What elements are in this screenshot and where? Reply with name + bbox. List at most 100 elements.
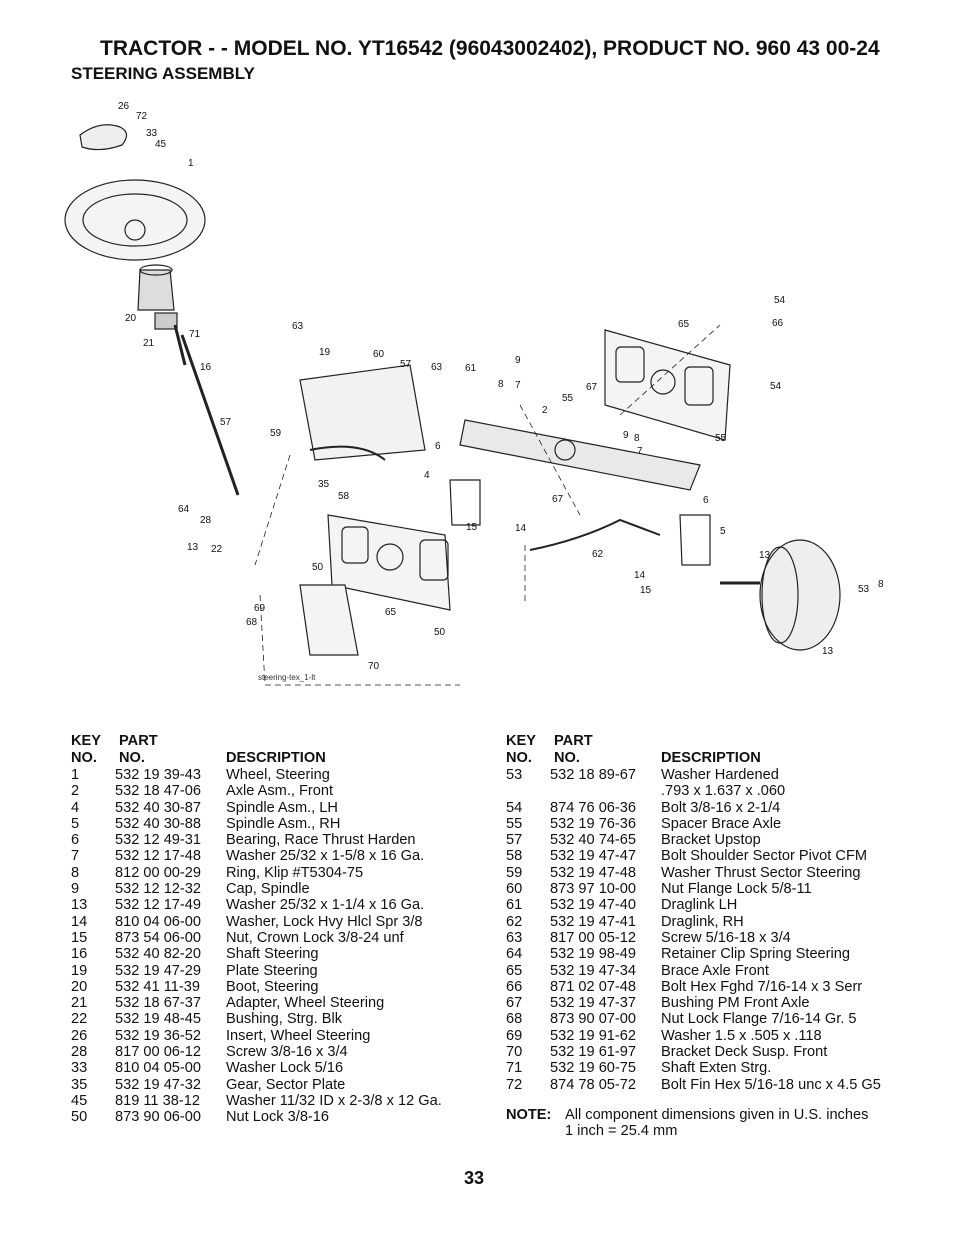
part-no: 874 78 05-72 — [550, 1076, 637, 1093]
key-no: 53 — [506, 767, 523, 783]
callout-label: 61 — [465, 363, 477, 374]
part-no: 532 19 61-97 — [550, 1044, 637, 1061]
note-text: All component dimensions given in U.S. i… — [565, 1107, 869, 1123]
callout-label: 26 — [118, 101, 130, 112]
part-no: 532 19 91-62 — [550, 1027, 637, 1044]
part-no: 532 12 49-31 — [115, 832, 202, 849]
description: Nut Lock Flange 7/16-14 Gr. 5 — [661, 1011, 857, 1028]
callout-label: 9 — [515, 355, 521, 366]
callout-label: 55 — [715, 433, 727, 444]
part-no: 532 18 47-06 — [115, 783, 202, 800]
key-no: 7 — [71, 848, 80, 865]
part-no: 873 54 06-00 — [115, 929, 202, 946]
description: Brace Axle Front — [661, 962, 769, 979]
part-no: 532 19 47-37 — [550, 995, 637, 1012]
exploded-view-illustration: 26 72 33 45 1 20 21 71 16 63 19 60 57 63… — [64, 101, 884, 686]
callout-label: 9 — [623, 430, 629, 441]
key-no: 50 — [71, 1109, 88, 1126]
part-no: 532 19 47-41 — [550, 913, 637, 930]
callout-label: 62 — [592, 549, 604, 560]
callout-label: 15 — [466, 522, 478, 533]
description: Washer 25/32 x 1-1/4 x 16 Ga. — [226, 897, 425, 914]
description: Axle Asm., Front — [226, 783, 334, 800]
key-no: 62 — [506, 913, 523, 930]
callout-label: 54 — [774, 295, 786, 306]
key-no: 69 — [506, 1027, 523, 1044]
part-no: 532 41 11-39 — [115, 978, 200, 995]
part-no: 532 19 47-29 — [115, 962, 202, 979]
key-no: 63 — [506, 929, 523, 946]
part-no: 873 97 10-00 — [550, 881, 637, 898]
description: Draglink, RH — [661, 913, 744, 930]
callout-label: 63 — [431, 362, 443, 373]
callout-label: 2 — [542, 405, 548, 416]
part-no: 532 19 39-43 — [115, 767, 202, 783]
callout-label: 6 — [435, 441, 441, 452]
callout-label: 60 — [373, 349, 385, 360]
key-no: 35 — [71, 1076, 88, 1093]
key-no: 2 — [71, 783, 80, 800]
description: Washer Lock 5/16 — [226, 1060, 344, 1077]
callout-label: 15 — [640, 585, 652, 596]
part-no: 532 40 74-65 — [550, 832, 637, 849]
key-no: 54 — [506, 799, 523, 816]
description: Adapter, Wheel Steering — [226, 995, 385, 1012]
part-no: 532 19 36-52 — [115, 1027, 202, 1044]
description: Bushing PM Front Axle — [661, 995, 810, 1012]
callout-label: 20 — [125, 313, 137, 324]
key-no: 9 — [71, 881, 80, 898]
part-no: 532 19 60-75 — [550, 1060, 637, 1077]
description: Boot, Steering — [226, 978, 319, 995]
key-header: NO. — [71, 750, 97, 766]
key-no: 1 — [71, 767, 80, 783]
description: Washer 25/32 x 1-5/8 x 16 Ga. — [226, 848, 425, 865]
description: Spacer Brace Axle — [661, 815, 782, 832]
callout-label: 35 — [318, 479, 330, 490]
description: Bolt 3/8-16 x 2-1/4 — [661, 799, 781, 816]
callout-label: 53 — [858, 584, 870, 595]
callout-label: 7 — [515, 380, 521, 391]
description: Bracket Upstop — [661, 832, 761, 849]
callout-label: 21 — [143, 338, 155, 349]
key-no: 19 — [71, 962, 88, 979]
callout-label: 4 — [424, 470, 430, 481]
key-header: KEY — [506, 733, 537, 749]
description: Bolt Fin Hex 5/16-18 unc x 4.5 G5 — [661, 1076, 881, 1093]
key-no: 71 — [506, 1060, 523, 1077]
key-no: 60 — [506, 881, 523, 898]
part-no: 873 90 06-00 — [115, 1109, 202, 1126]
description: Bolt Hex Fghd 7/16-14 x 3 Serr — [661, 978, 863, 995]
key-no: 14 — [71, 913, 88, 930]
callout-label: 66 — [772, 318, 784, 329]
description: Washer 11/32 ID x 2-3/8 x 12 Ga. — [226, 1092, 442, 1109]
part-header: NO. — [119, 750, 145, 766]
description: .793 x 1.637 x .060 — [661, 783, 786, 800]
part-no: 873 90 07-00 — [550, 1011, 637, 1028]
callout-label: 50 — [434, 627, 446, 638]
page-number: 33 — [464, 1168, 485, 1188]
callout-label: 45 — [155, 139, 167, 150]
part-no: 532 19 47-40 — [550, 897, 637, 914]
callout-label: 8 — [634, 433, 640, 444]
key-no: 8 — [71, 864, 80, 881]
part-no: 532 19 47-32 — [115, 1076, 202, 1093]
description: Bearing, Race Thrust Harden — [226, 832, 416, 849]
part-no: 817 00 06-12 — [115, 1044, 202, 1061]
description-header: DESCRIPTION — [226, 750, 326, 766]
description: Nut, Crown Lock 3/8-24 unf — [226, 929, 404, 946]
callout-label: 55 — [562, 393, 574, 404]
